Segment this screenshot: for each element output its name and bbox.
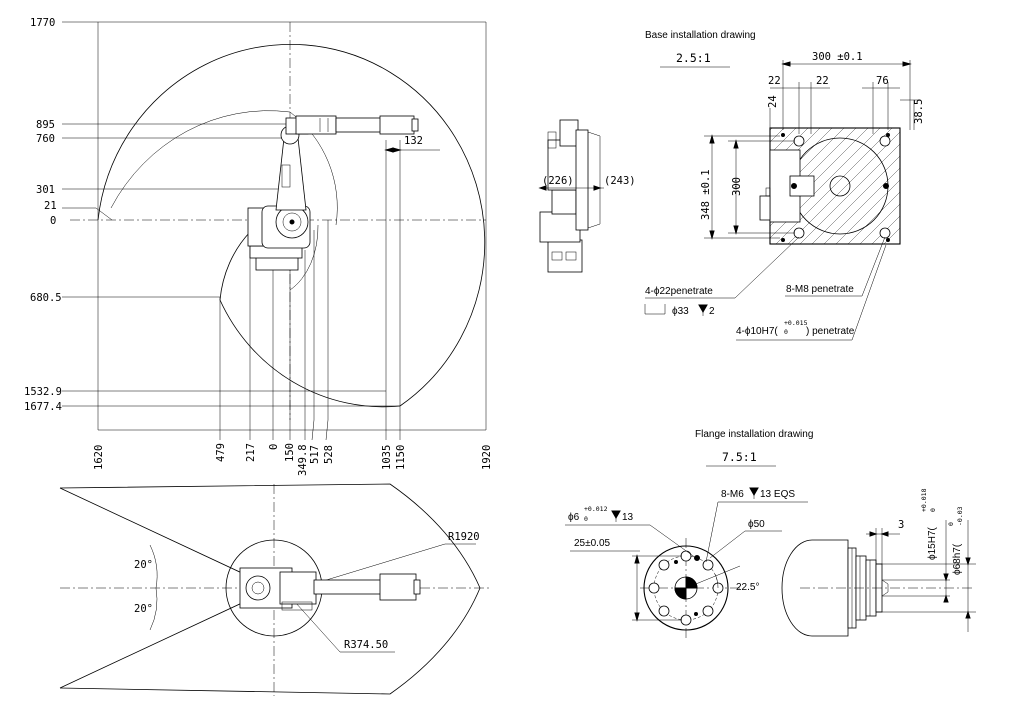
base-note-pin-sub: 0	[784, 328, 788, 336]
flange-angle: 22.5°	[736, 582, 759, 593]
base-dim-top: 300 ±0.1	[812, 51, 863, 63]
base-note-pin-a: 4-ϕ10H7(	[736, 326, 778, 337]
flange-dim-25: 25±0.05	[574, 538, 611, 549]
y-label-680-5: 680.5	[30, 292, 62, 304]
flange-dia-50: ϕ50	[748, 519, 765, 530]
flange-dim-3: 3	[898, 519, 904, 531]
flange-dia-68: ϕ68h7(	[952, 543, 963, 575]
flange-thread-a: 8-M6	[721, 489, 744, 500]
robot-top-body	[239, 567, 421, 611]
y-label-301: 301	[36, 184, 55, 196]
base-note-pin-sup: +0.015	[784, 319, 808, 327]
flange-pin-hole-sup: +0.012	[584, 505, 608, 513]
base-note-pin-b: ) penetrate	[806, 326, 855, 337]
base-note-cbore-depth: 2	[709, 306, 715, 317]
x-label-349-8: 349.8	[297, 444, 309, 476]
angle-upper-label: 20°	[134, 559, 153, 571]
base-scale: 2.5:1	[676, 51, 711, 65]
middle-dim-left: (226)	[542, 175, 574, 187]
x-label-1920: 1920	[481, 445, 493, 470]
base-dim-22b: 22	[816, 75, 829, 87]
y-label-1677-4: 1677.4	[24, 401, 62, 413]
y-label-895: 895	[36, 119, 55, 131]
base-dim-76: 76	[876, 75, 889, 87]
base-dim-24: 24	[767, 95, 779, 108]
base-dim-38-5: 38.5	[913, 99, 925, 124]
top-view: 20° 20° R1920 R374.50	[59, 483, 490, 696]
x-label-479: 479	[215, 443, 227, 462]
side-view: 1770 895 760 301 21 0 680.5 1532.9 1677.…	[24, 17, 493, 476]
flange-installation-drawing: Flange installation drawing 7.5:1 ϕ6 +0.…	[565, 429, 976, 640]
flange-dia-15: ϕ15H7(	[927, 526, 938, 560]
base-installation-drawing: Base installation drawing 2.5:1	[644, 30, 925, 341]
x-label-0: 0	[268, 444, 280, 450]
base-dim-348: 348 ±0.1	[700, 169, 712, 220]
flange-dia-68-sub: -0.03	[956, 506, 964, 526]
base-dim-300v: 300	[731, 177, 743, 196]
flange-pin-hole-sub: 0	[584, 515, 588, 523]
flange-dia-15-sub: 0	[929, 508, 937, 512]
y-label-760: 760	[36, 133, 55, 145]
y-label-0: 0	[50, 215, 56, 227]
x-label-1150: 1150	[395, 445, 407, 470]
middle-dim-right: (243)	[604, 175, 636, 187]
outer-radius-label: R1920	[448, 531, 480, 543]
base-title: Base installation drawing	[645, 30, 756, 41]
y-label-1532-9: 1532.9	[24, 386, 62, 398]
robot-side-body	[247, 115, 419, 271]
angle-lower-label: 20°	[134, 603, 153, 615]
x-label-217: 217	[245, 443, 257, 462]
flange-scale: 7.5:1	[722, 450, 757, 464]
x-label-1620: 1620	[93, 445, 105, 470]
base-dim-22a: 22	[768, 75, 781, 87]
y-label-1770: 1770	[30, 17, 55, 29]
middle-view: (226) (243)	[538, 119, 636, 273]
base-note-holes: 4-ϕ22penetrate	[645, 286, 713, 297]
inner-radius-label: R374.50	[344, 639, 388, 651]
flange-pin-hole-a: ϕ6	[568, 512, 580, 523]
tool-offset-label: 132	[404, 135, 423, 147]
base-note-cbore: ϕ33	[672, 306, 689, 317]
base-note-m8: 8-M8 penetrate	[786, 284, 854, 295]
flange-dia-15-sup: +0.018	[920, 488, 928, 512]
x-label-517: 517	[309, 445, 321, 464]
x-label-528: 528	[323, 445, 335, 464]
y-label-21: 21	[44, 200, 57, 212]
x-label-1035: 1035	[381, 445, 393, 470]
flange-pin-hole-depth: 13	[622, 512, 634, 523]
flange-title: Flange installation drawing	[695, 429, 813, 440]
flange-dia-68-sup: 0	[947, 522, 955, 526]
x-label-150: 150	[284, 443, 296, 462]
flange-thread-b: 13 EQS	[760, 489, 795, 500]
